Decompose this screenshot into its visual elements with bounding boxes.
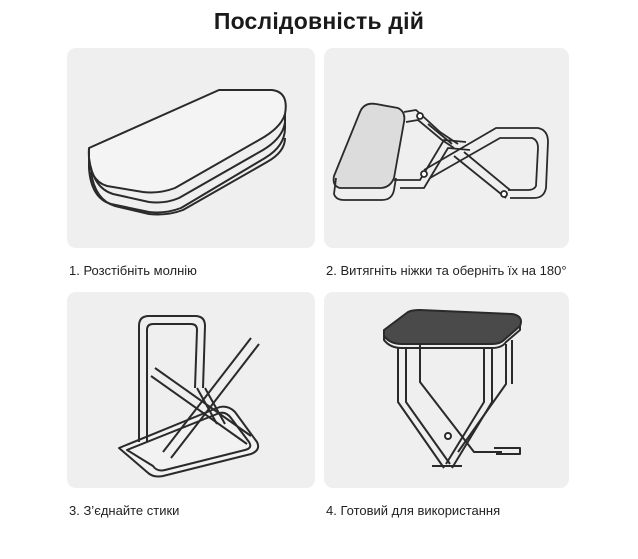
step-4-caption: 4. Готовий для використання (326, 503, 501, 518)
step-1-caption: 1. Розстібніть молнію (69, 263, 197, 278)
step-1-panel (67, 48, 315, 248)
step-2-panel (324, 48, 569, 248)
folded-stool-case-icon (87, 89, 287, 216)
page-title: Послідовність дій (213, 8, 425, 34)
step-3-panel (67, 292, 315, 488)
assembled-stool-icon (383, 309, 522, 469)
step-2-caption: 2. Витягніть ніжки та оберніть їх на 180… (326, 263, 567, 278)
step-4-panel (324, 292, 569, 488)
unfolding-stool-icon (332, 102, 549, 201)
step-3-caption: 3. З’єднайте стики (69, 503, 180, 518)
connecting-frame-icon (118, 315, 260, 478)
